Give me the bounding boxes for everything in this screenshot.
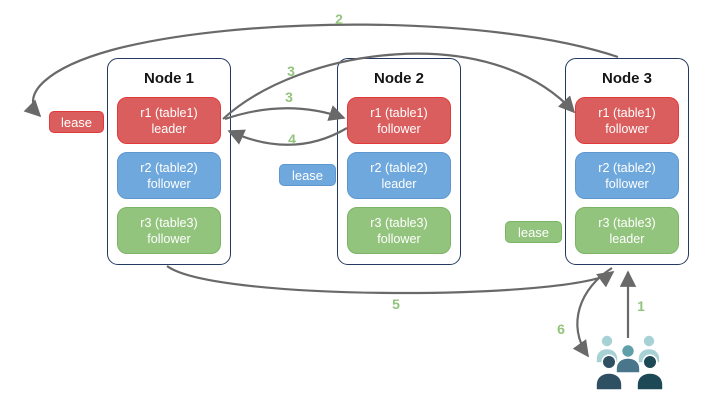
node-1-box: Node 1 r1 (table1) leader r2 (table2) fo… [107, 58, 231, 265]
node-1-title: Node 1 [143, 70, 194, 87]
node-3-title: Node 3 [601, 70, 652, 87]
user-front-right-icon [636, 354, 664, 391]
replica-role: follower [377, 231, 421, 246]
node1-r2-replica: r2 (table2) follower [117, 152, 221, 199]
replica-range: r2 (table2) [370, 160, 428, 175]
step-label-3a: 3 [287, 63, 295, 79]
node3-r3-replica: r3 (table3) leader [575, 207, 679, 254]
node1-r3-replica: r3 (table3) follower [117, 207, 221, 254]
arrow-5-node1-to-node3 [166, 265, 615, 295]
replica-role: follower [147, 231, 191, 246]
step-label-3b: 3 [285, 89, 293, 105]
step-label-5: 5 [392, 296, 400, 312]
replica-range: r3 (table3) [140, 215, 198, 230]
users-group-icon [595, 334, 664, 391]
replica-range: r3 (table3) [370, 215, 428, 230]
node2-r3-replica: r3 (table3) follower [347, 207, 451, 254]
replica-role: follower [605, 121, 649, 136]
step-label-4: 4 [288, 131, 296, 147]
user-middle-icon [615, 343, 641, 374]
node-2-box: Node 2 r1 (table1) follower r2 (table2) … [337, 58, 461, 265]
replica-range: r1 (table1) [598, 105, 656, 120]
step-label-1: 1 [637, 298, 645, 314]
node-3-box: Node 3 r1 (table1) follower r2 (table2) … [565, 58, 689, 265]
arrow-3-leader-to-node2-follower [224, 105, 346, 121]
step-label-6: 6 [557, 321, 565, 337]
lease-label-r3: lease [505, 221, 562, 243]
replica-role: follower [605, 176, 649, 191]
replica-range: r1 (table1) [370, 105, 428, 120]
node-2-title: Node 2 [373, 70, 424, 87]
replica-role: leader [381, 176, 417, 191]
step-label-2: 2 [335, 11, 343, 27]
node3-r1-replica: r1 (table1) follower [575, 97, 679, 144]
replica-range: r3 (table3) [598, 215, 656, 230]
node2-r1-replica: r1 (table1) follower [347, 97, 451, 144]
replica-range: r2 (table2) [140, 160, 198, 175]
replica-range: r1 (table1) [140, 105, 198, 120]
lease-label-r2: lease [279, 164, 336, 186]
node2-r2-replica: r2 (table2) leader [347, 152, 451, 199]
replica-range: r2 (table2) [598, 160, 656, 175]
node3-r2-replica: r2 (table2) follower [575, 152, 679, 199]
replica-role: follower [377, 121, 421, 136]
node1-r1-replica: r1 (table1) leader [117, 97, 221, 144]
lease-label-r1: lease [49, 111, 104, 133]
replica-role: follower [147, 176, 191, 191]
replica-role: leader [151, 121, 187, 136]
user-front-left-icon [595, 354, 623, 391]
replica-role: leader [609, 231, 645, 246]
